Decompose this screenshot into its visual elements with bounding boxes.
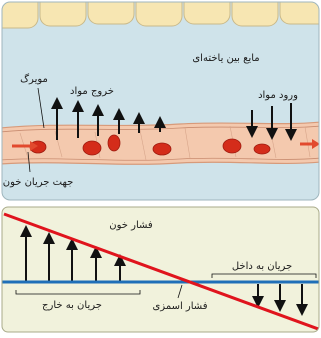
pressure-diagram: فشار خون جریان به داخل جریان به خارج فشا… xyxy=(0,206,321,334)
capillary-exchange-diagram: مایع بین یاخته‌ای مویرگ خروج مواد ورود م… xyxy=(0,0,321,202)
blood-pressure-label: فشار خون xyxy=(109,220,153,231)
osmotic-pressure-label: فشار اسمزی xyxy=(152,301,207,312)
tissue-cells xyxy=(0,0,321,28)
inflow-label: ورود مواد xyxy=(258,90,298,101)
outflow-label: خروج مواد xyxy=(70,86,114,97)
capillary-illustration: مایع بین یاخته‌ای مویرگ خروج مواد ورود م… xyxy=(0,0,321,202)
interstitial-fluid-label: مایع بین یاخته‌ای xyxy=(192,53,259,64)
blood-flow-direction-label: جهت جریان خون xyxy=(3,177,74,188)
outward-flow-label: جریان به خارج xyxy=(42,300,102,311)
capillary-label: مویرگ xyxy=(20,72,48,85)
inward-flow-label: جریان به داخل xyxy=(232,261,292,272)
pressure-graph: فشار خون جریان به داخل جریان به خارج فشا… xyxy=(0,206,321,334)
interstitial-fluid-area xyxy=(0,0,321,202)
